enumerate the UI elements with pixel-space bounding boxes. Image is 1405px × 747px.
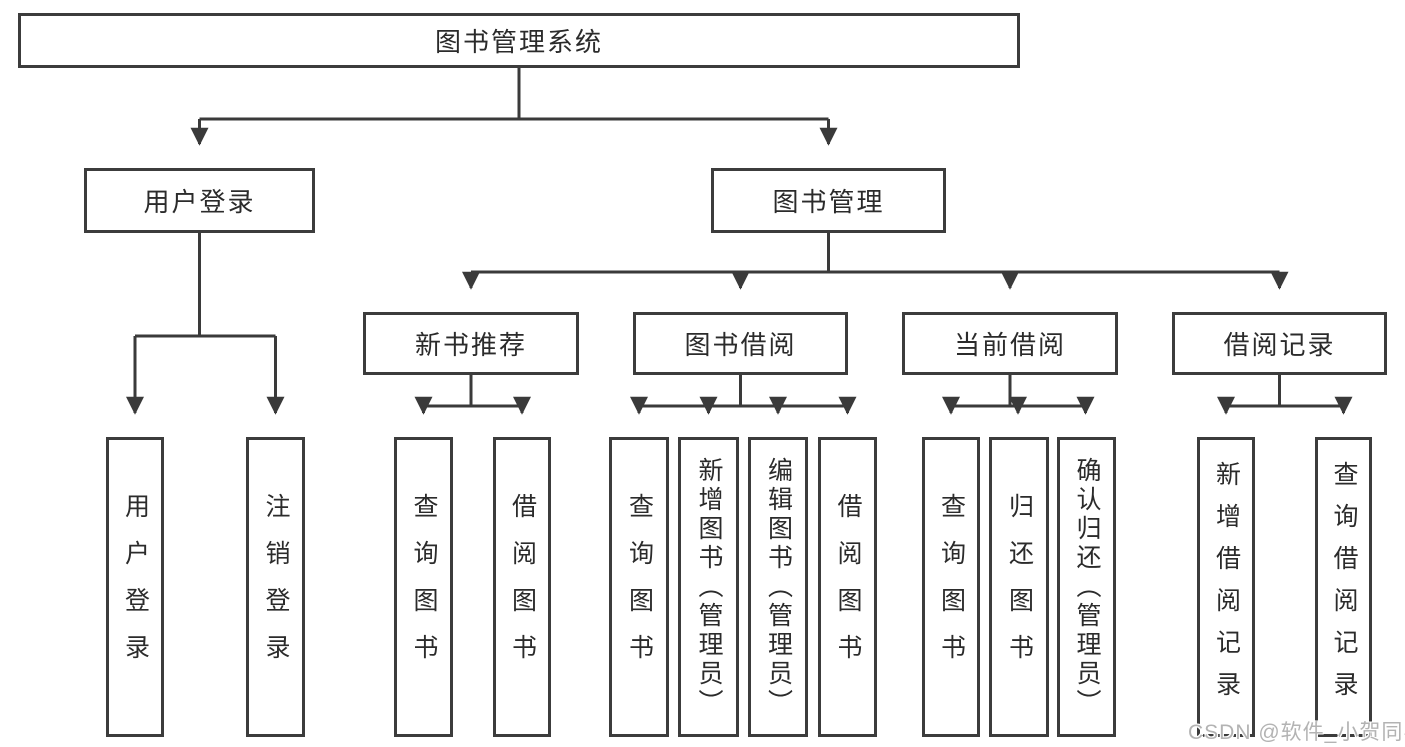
node-label: 新书推荐 <box>414 330 527 360</box>
node-label: 新增图书（管理员） <box>695 456 723 718</box>
node-label: 用户登录 <box>143 187 256 217</box>
node-label: 当前借阅 <box>953 330 1066 360</box>
node-label: 借阅记录 <box>1223 330 1336 360</box>
leaf-query-book-borrow: 查询图书 <box>609 437 669 737</box>
node-label: 查询图书 <box>625 493 654 681</box>
node-label: 用户登录 <box>121 493 150 681</box>
leaf-borrow-book-recommend: 借阅图书 <box>493 437 551 737</box>
node-borrowing-records: 借阅记录 <box>1172 312 1387 375</box>
node-label: 图书借阅 <box>684 330 797 360</box>
leaf-add-book-admin: 新增图书（管理员） <box>678 437 739 737</box>
node-label: 新增借阅记录 <box>1212 461 1241 713</box>
node-new-book-recommendation: 新书推荐 <box>363 312 579 375</box>
leaf-edit-book-admin: 编辑图书（管理员） <box>748 437 808 737</box>
csdn-watermark: CSDN @软件_小贺同学 <box>1188 721 1405 744</box>
node-current-borrowing: 当前借阅 <box>902 312 1118 375</box>
node-label: 图书管理 <box>772 187 885 217</box>
leaf-query-book-current: 查询图书 <box>922 437 980 737</box>
node-book-borrowing: 图书借阅 <box>633 312 848 375</box>
node-label: 借阅图书 <box>508 493 537 681</box>
node-label: 查询图书 <box>937 493 966 681</box>
leaf-borrow-book: 借阅图书 <box>818 437 877 737</box>
node-label: 确认归还（管理员） <box>1073 456 1101 718</box>
node-library-management-system: 图书管理系统 <box>18 13 1020 68</box>
leaf-query-book-recommend: 查询图书 <box>394 437 453 737</box>
node-label: 查询借阅记录 <box>1330 461 1358 713</box>
node-book-management: 图书管理 <box>711 168 946 233</box>
node-user-login: 用户登录 <box>84 168 315 233</box>
node-label: 编辑图书（管理员） <box>764 456 793 718</box>
node-label: 图书管理系统 <box>434 27 603 57</box>
node-label: 借阅图书 <box>834 493 862 681</box>
leaf-user-login: 用户登录 <box>106 437 164 737</box>
node-label: 查询图书 <box>410 493 438 681</box>
leaf-return-book: 归还图书 <box>989 437 1049 737</box>
leaf-logout: 注销登录 <box>246 437 305 737</box>
node-label: 归还图书 <box>1005 493 1034 681</box>
leaf-query-borrow-record: 查询借阅记录 <box>1315 437 1372 737</box>
leaf-add-borrow-record: 新增借阅记录 <box>1197 437 1255 737</box>
leaf-confirm-return-admin: 确认归还（管理员） <box>1057 437 1116 737</box>
node-label: 注销登录 <box>262 493 290 681</box>
